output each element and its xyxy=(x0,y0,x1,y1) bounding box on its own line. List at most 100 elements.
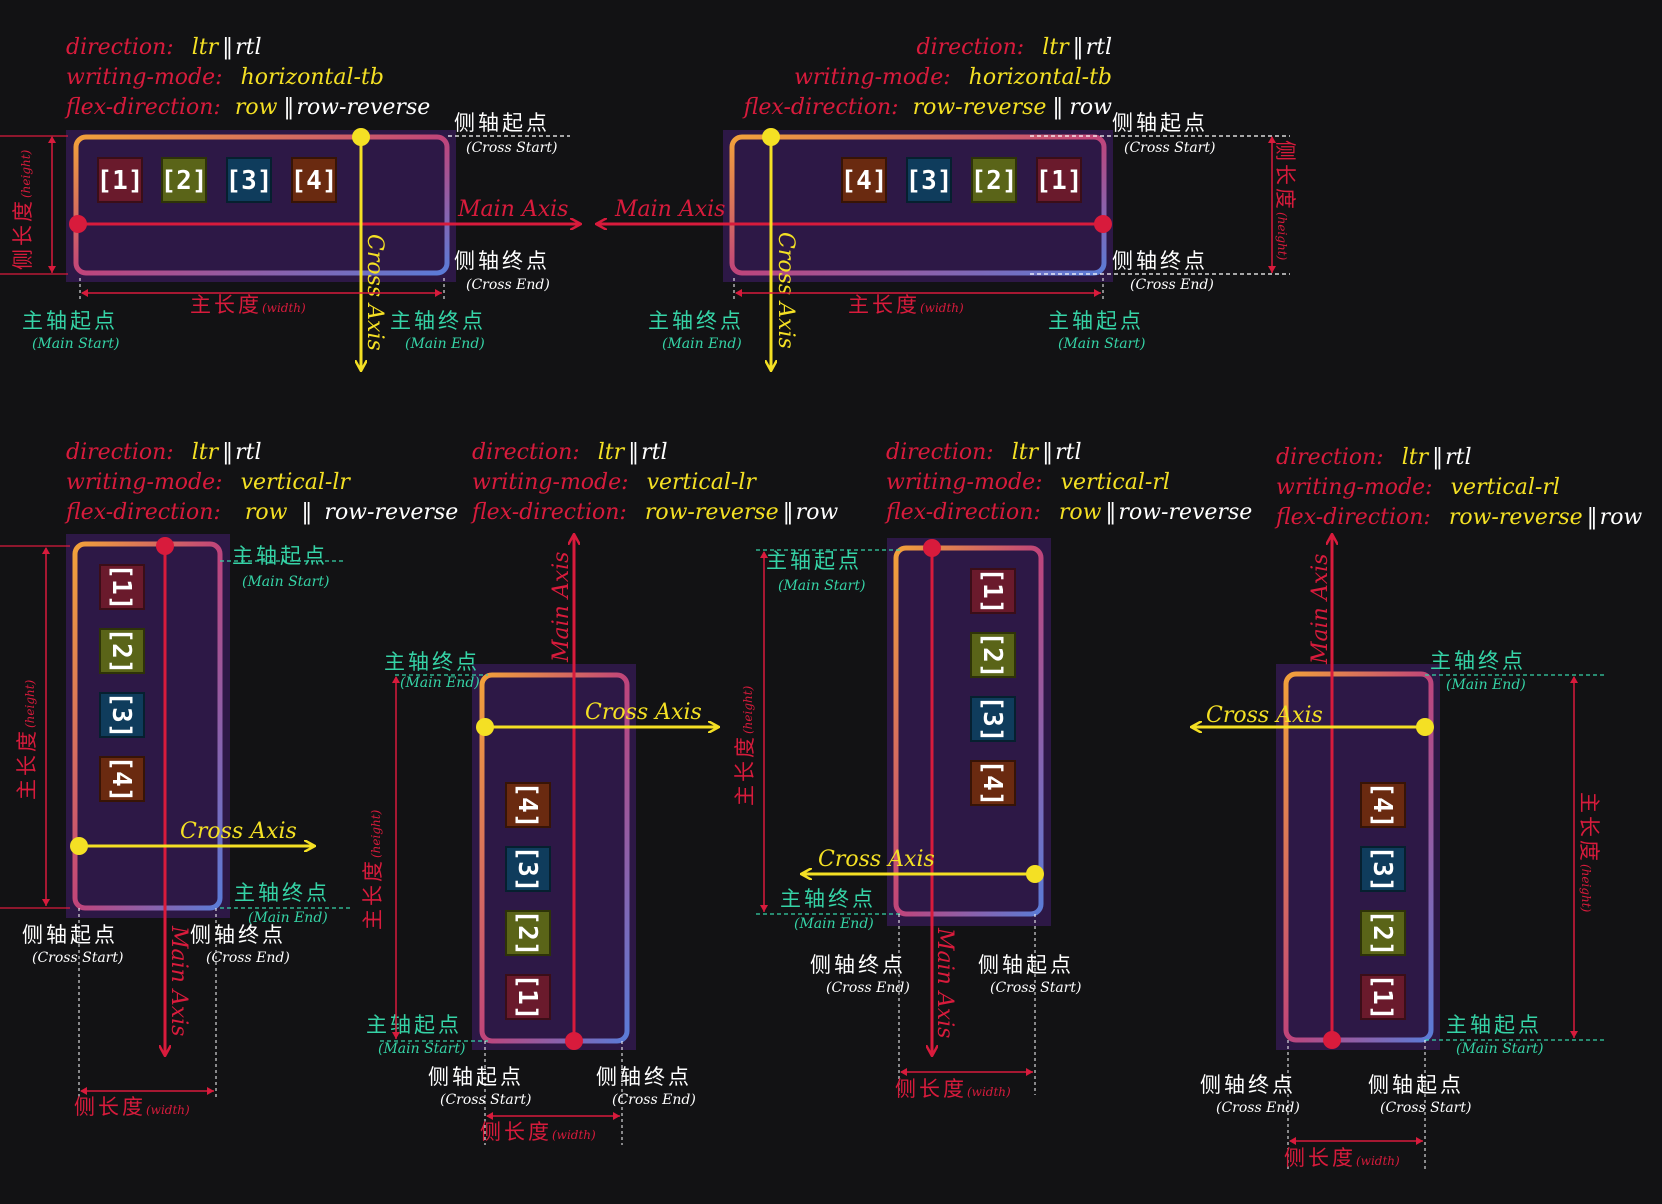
item-2-label: [2] xyxy=(1367,910,1397,957)
cross-end-en: (Cross End) xyxy=(466,277,550,293)
flex-container xyxy=(723,130,1113,282)
main-start-en: (Main Start) xyxy=(1058,336,1145,352)
panel-1: direction:ltr‖rtl writing-mode:horizonta… xyxy=(0,35,580,370)
panel-3: direction:ltr‖rtl writing-mode:vertical-… xyxy=(0,440,458,1119)
cross-end-zh: 侧轴终点 xyxy=(810,953,906,977)
cross-size-label: 侧长度(height) xyxy=(11,149,35,270)
cross-start-zh: 侧轴起点 xyxy=(454,111,550,135)
main-end-en: (Main End) xyxy=(1446,677,1526,693)
item-3-label: [3] xyxy=(1367,846,1397,893)
cross-size-label: 侧长度(width) xyxy=(1284,1146,1400,1170)
main-start-en: (Main Start) xyxy=(242,574,329,590)
item-3 xyxy=(1360,846,1406,892)
flex-items: [4] [3] [2] [1] xyxy=(505,782,551,1021)
main-end-zh: 主轴终点 xyxy=(1430,649,1526,673)
main-end-zh: 主轴终点 xyxy=(234,881,330,905)
main-end-zh: 主轴终点 xyxy=(648,309,744,333)
flex-items: [4] [3] [2] [1] xyxy=(841,157,1083,203)
item-1-label: [1] xyxy=(1036,166,1083,196)
flex-direction-label: flex-direction:row-reverse‖row xyxy=(470,500,838,525)
main-start-en: (Main Start) xyxy=(778,578,865,594)
item-2-label: [2] xyxy=(512,910,542,957)
flex-items: [4] [3] [2] [1] xyxy=(1360,782,1406,1021)
main-start-zh: 主轴起点 xyxy=(232,544,328,568)
cross-start-zh: 侧轴起点 xyxy=(428,1065,524,1089)
item-3-label: [3] xyxy=(106,692,136,739)
container-border xyxy=(893,545,1044,917)
item-1 xyxy=(1360,974,1406,1020)
direction-label: direction:ltr‖rtl xyxy=(66,440,262,465)
panel-2: direction:ltr‖rtl writing-mode:horizonta… xyxy=(597,35,1297,370)
main-size-label: 主长度(width) xyxy=(848,293,964,317)
cross-end-zh: 侧轴终点 xyxy=(190,923,286,947)
item-3-label: [3] xyxy=(512,846,542,893)
item-4-label: [4] xyxy=(291,166,338,196)
item-4 xyxy=(1360,782,1406,828)
writing-mode-label: writing-mode:vertical-rl xyxy=(886,470,1170,495)
main-axis-label: Main Axis xyxy=(166,925,191,1036)
cross-end-en: (Cross End) xyxy=(1130,277,1214,293)
item-1-label: [1] xyxy=(977,568,1007,615)
cross-end-en: (Cross End) xyxy=(612,1092,696,1108)
main-axis-label: Main Axis xyxy=(932,927,957,1038)
cross-start-en: (Cross Start) xyxy=(466,140,557,156)
flex-direction-label: flex-direction:row-reverse‖row xyxy=(742,95,1112,120)
cross-size-label: 侧长度(width) xyxy=(480,1120,596,1144)
cross-start-en: (Cross Start) xyxy=(1124,140,1215,156)
cross-start-zh: 侧轴起点 xyxy=(1112,111,1208,135)
cross-start-en: (Cross Start) xyxy=(440,1092,531,1108)
main-axis-label: Main Axis xyxy=(549,552,574,663)
cross-end-en: (Cross End) xyxy=(1216,1100,1300,1116)
writing-mode-label: writing-mode:vertical-lr xyxy=(66,470,351,495)
cross-size-label: 侧长度(width) xyxy=(895,1077,1011,1101)
container-border xyxy=(72,541,223,911)
item-1-label: [1] xyxy=(1367,974,1397,1021)
item-4 xyxy=(841,157,887,203)
item-2 xyxy=(970,632,1016,678)
main-size-label: 主长度(height) xyxy=(733,685,757,806)
item-4 xyxy=(505,782,551,828)
item-4 xyxy=(291,157,337,203)
item-1-label: [1] xyxy=(106,564,136,611)
cross-size-label: 侧长度(height) xyxy=(1273,140,1297,261)
main-axis-label: Main Axis xyxy=(614,197,725,222)
item-4-label: [4] xyxy=(841,166,888,196)
main-size-label: 主长度(height) xyxy=(361,809,385,930)
cross-start-zh: 侧轴起点 xyxy=(22,923,118,947)
cross-end-zh: 侧轴终点 xyxy=(454,249,550,273)
main-axis-start-dot xyxy=(1094,215,1112,233)
item-3 xyxy=(505,846,551,892)
main-start-en: (Main Start) xyxy=(378,1041,465,1057)
cross-axis-start-dot xyxy=(70,837,88,855)
flex-direction-label: flex-direction:row‖row-reverse xyxy=(64,500,458,525)
direction-label: direction:ltr‖rtl xyxy=(886,440,1082,465)
main-axis-start-dot xyxy=(69,215,87,233)
cross-axis-label: Cross Axis xyxy=(1206,703,1323,728)
cross-axis-label: Cross Axis xyxy=(773,232,798,349)
flex-direction-label: flex-direction:row-reverse‖row xyxy=(1274,505,1642,530)
item-2-label: [2] xyxy=(106,628,136,675)
main-axis-label: Main Axis xyxy=(457,197,568,222)
main-end-en: (Main End) xyxy=(400,675,480,691)
item-2 xyxy=(99,628,145,674)
cross-end-en: (Cross End) xyxy=(826,980,910,996)
item-1 xyxy=(505,974,551,1020)
item-2 xyxy=(1360,910,1406,956)
cross-end-zh: 侧轴终点 xyxy=(596,1065,692,1089)
main-end-en: (Main End) xyxy=(662,336,742,352)
main-end-zh: 主轴终点 xyxy=(384,650,480,674)
cross-end-zh: 侧轴终点 xyxy=(1200,1073,1296,1097)
main-axis-start-dot xyxy=(565,1032,583,1050)
writing-mode-label: writing-mode:vertical-rl xyxy=(1276,475,1560,500)
item-3 xyxy=(226,157,272,203)
item-1 xyxy=(97,157,143,203)
item-2 xyxy=(505,910,551,956)
item-1-label: [1] xyxy=(512,974,542,1021)
item-1-label: [1] xyxy=(97,166,144,196)
item-3 xyxy=(99,692,145,738)
cross-start-en: (Cross Start) xyxy=(1380,1100,1471,1116)
main-start-zh: 主轴起点 xyxy=(22,309,118,333)
main-start-en: (Main Start) xyxy=(1456,1041,1543,1057)
main-start-zh: 主轴起点 xyxy=(366,1013,462,1037)
